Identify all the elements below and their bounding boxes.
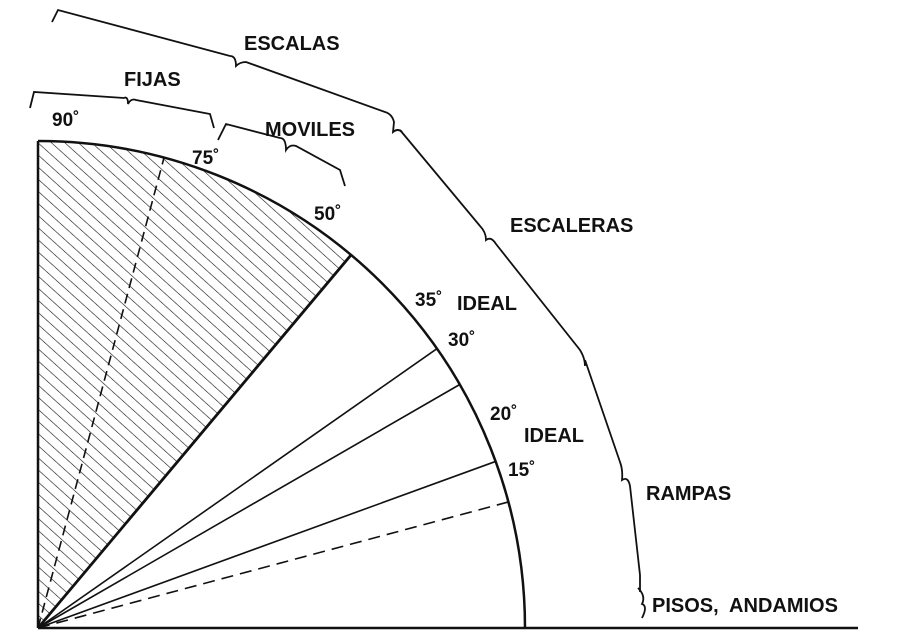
angle-label-50: 50˚ [314,204,341,225]
angle-label-30: 30˚ [448,330,475,351]
angle-line-75 [37,157,165,629]
category-label-pisos: PISOS, ANDAMIOS [652,595,838,617]
ideal-label-stairs: IDEAL [457,293,517,315]
ideal-label-ramps: IDEAL [524,425,584,447]
brace-escalas [51,8,403,135]
angle-label-20: 20˚ [490,404,517,425]
category-label-fijas: FIJAS [124,69,181,91]
angle-line-20 [37,460,496,629]
category-label-escalas: ESCALAS [244,33,340,55]
angle-line-50 [36,254,353,629]
brace-fijas [29,91,215,129]
brace-pisos [637,587,646,619]
hatched-sector-escalas [38,141,352,628]
angle-label-75: 75˚ [192,148,219,169]
angle-label-35: 35˚ [415,290,442,311]
brace-escaleras [399,129,586,367]
category-label-escaleras: ESCALERAS [510,215,633,237]
brace-rampas [584,359,641,592]
category-label-moviles: MOVILES [265,119,355,141]
angle-label-90: 90˚ [52,110,79,131]
angle-line-15 [37,501,509,629]
category-label-rampas: RAMPAS [646,483,731,505]
brace-moviles [217,122,346,187]
quarter-circle-arc [37,139,527,629]
angle-label-15: 15˚ [508,460,535,481]
angle-line-35 [37,348,438,629]
angle-line-30 [37,383,461,629]
